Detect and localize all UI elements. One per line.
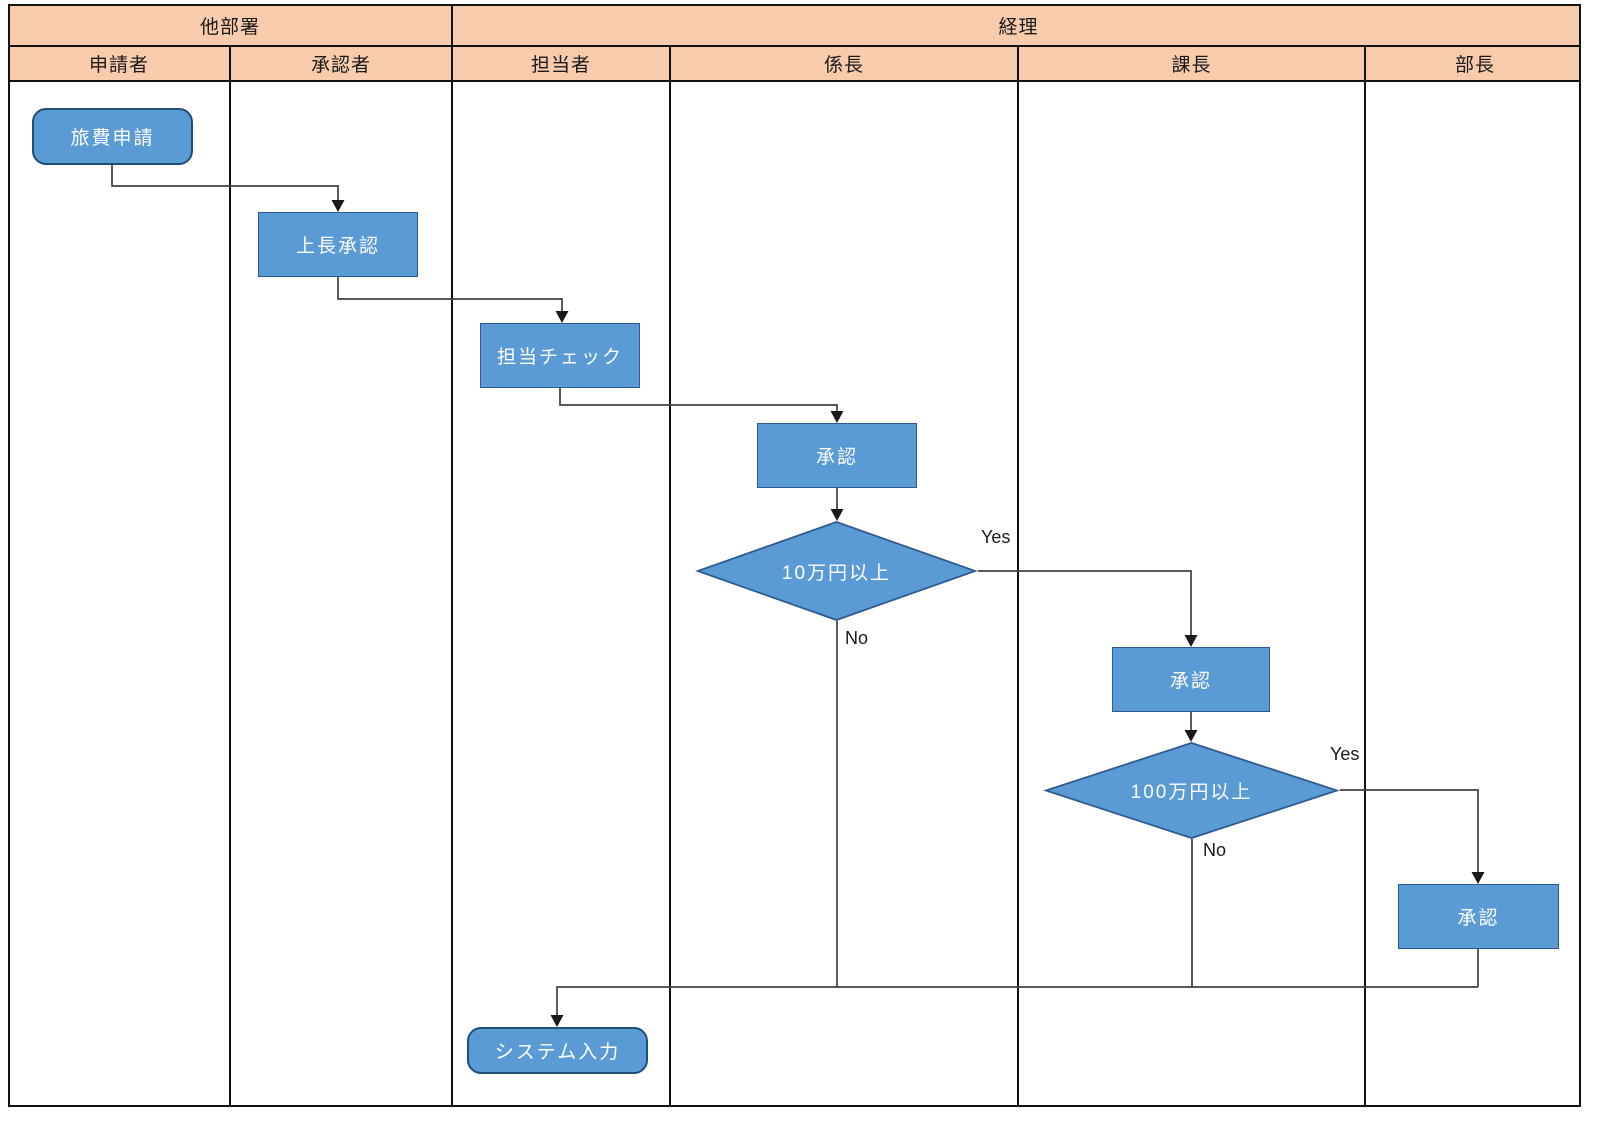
edge-n7-n8-yes: [1340, 789, 1479, 873]
node-label: 承認: [1457, 908, 1500, 929]
arrowhead-n4: [830, 411, 844, 423]
lane-header-section-chief: 係長: [823, 55, 864, 76]
header-group-accounting: 経理: [998, 16, 1039, 38]
node-label: 旅費申請: [70, 128, 155, 149]
node-label: 担当チェック: [496, 347, 623, 368]
arrowhead-n3: [555, 311, 569, 323]
arrowhead-n6: [1184, 635, 1198, 647]
diamond-shape: [695, 521, 978, 621]
lane-header-person-in-charge: 担当者: [530, 55, 591, 76]
header-row1-fill: [8, 4, 1581, 46]
header-bottom-line: [8, 80, 1581, 82]
edge-n5-n6-yes: [978, 570, 1192, 636]
edge-label-no-1: No: [845, 628, 869, 648]
header-group-other-departments: 他部署: [199, 16, 260, 38]
header-row-divider: [8, 45, 1581, 47]
lane-divider-5: [1364, 46, 1366, 1107]
lane-header-applicant: 申請者: [88, 55, 149, 76]
arrowhead-n7: [1184, 730, 1198, 742]
process-node-approval-section-manager: 承認: [1112, 647, 1270, 712]
lane-divider-4: [1017, 46, 1019, 1107]
arrowhead-n8: [1471, 872, 1485, 884]
arrowhead-n5: [830, 509, 844, 521]
process-node-staff-check: 担当チェック: [480, 323, 640, 388]
terminator-node-system-entry: システム入力: [467, 1027, 648, 1074]
process-node-approval-section-chief: 承認: [757, 423, 917, 488]
node-label: 100万円以上: [1130, 782, 1253, 803]
lane-divider-1: [229, 46, 231, 1107]
node-label: 10万円以上: [781, 562, 892, 584]
node-label: 承認: [1169, 671, 1212, 692]
edge-label-no-2: No: [1203, 840, 1227, 860]
edge-label-yes-2: Yes: [1330, 744, 1360, 764]
arrowhead-n9: [550, 1015, 564, 1027]
lane-divider-3: [669, 46, 671, 1107]
decision-node-over-1m-yen: 100万円以上: [1043, 742, 1340, 839]
lane-header-section-manager: 課長: [1171, 55, 1212, 76]
process-node-superior-approval: 上長承認: [258, 212, 418, 277]
process-node-approval-department-manager: 承認: [1398, 884, 1559, 949]
node-label: 上長承認: [295, 236, 380, 257]
node-label: 承認: [815, 447, 858, 468]
terminator-node-travel-request: 旅費申請: [32, 108, 193, 165]
decision-node-over-100k-yen: 10万円以上: [695, 521, 978, 621]
swimlane-table-frame: [8, 4, 1581, 1107]
lane-header-approver: 承認者: [310, 55, 371, 76]
lane-header-department-manager: 部長: [1454, 55, 1495, 76]
diamond-shape: [1043, 742, 1340, 839]
node-label: システム入力: [494, 1042, 621, 1063]
edge-converge-n9: [556, 986, 1478, 1016]
group-divider: [451, 4, 453, 1107]
arrowhead-n2: [331, 200, 345, 212]
edge-n3-n4: [559, 388, 838, 412]
edge-n1-n2: [111, 165, 339, 201]
edge-n2-n3: [337, 277, 563, 312]
edge-label-yes-1: Yes: [981, 527, 1011, 547]
header-row2-fill: [8, 46, 1581, 81]
